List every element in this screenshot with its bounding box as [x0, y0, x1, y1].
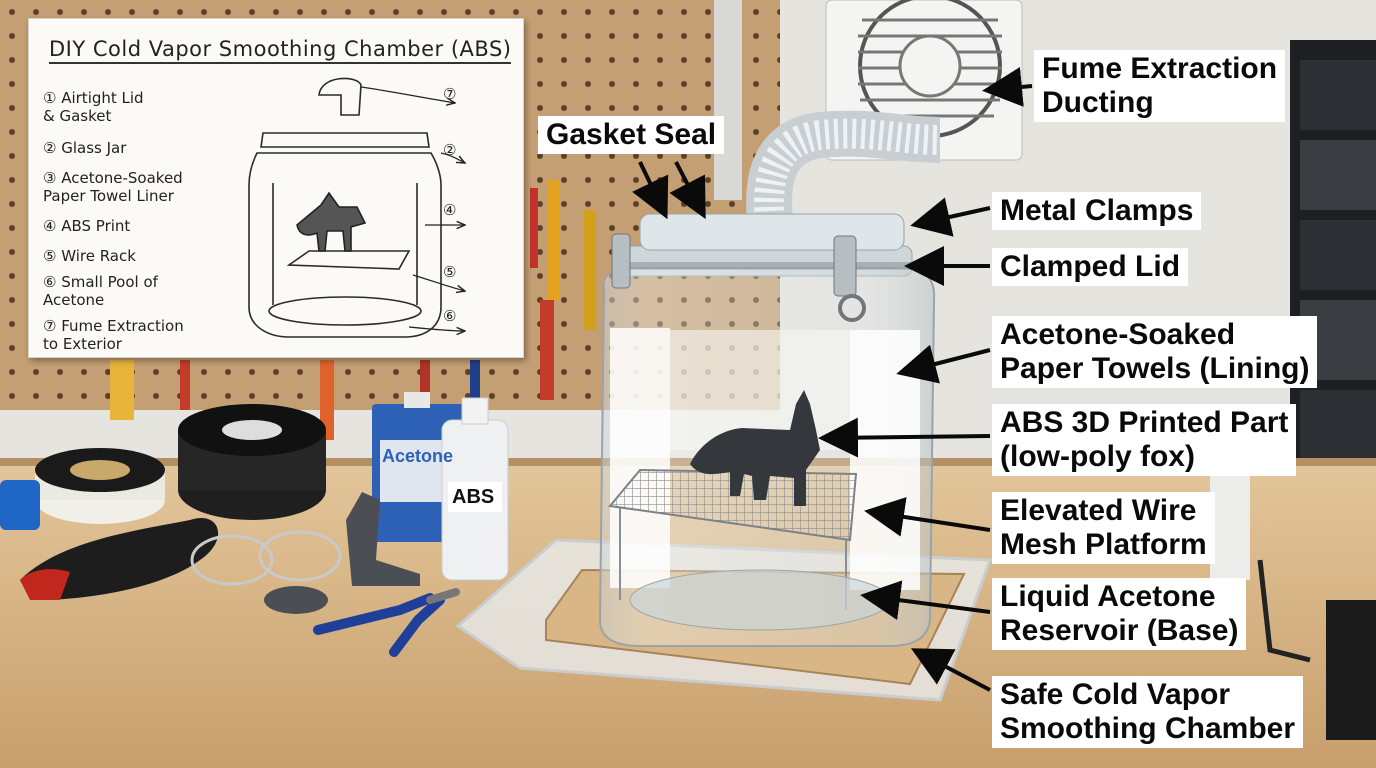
abs-bottle: [441, 397, 509, 581]
label-wire-platform: Elevated Wire Mesh Platform: [992, 492, 1215, 564]
acetone-can-label: Acetone: [382, 446, 454, 466]
sketch-item-lid: ① Airtight Lid & Gasket: [43, 89, 144, 125]
sketch-jar-drawing: [248, 77, 519, 338]
gloves: [20, 518, 219, 600]
soldering-stand: [1326, 600, 1376, 740]
glass-jar: [598, 213, 936, 647]
tool-right: [1257, 559, 1311, 663]
label-metal-clamps: Metal Clamps: [992, 192, 1202, 230]
callout-arrows: [632, 67, 1033, 692]
sketch-title: DIY Cold Vapor Smoothing Chamber (ABS): [49, 37, 512, 64]
sketch-callout-5: ⑤: [443, 263, 457, 281]
sketch-item-jar: ② Glass Jar: [43, 139, 127, 157]
label-paper-towels: Acetone-Soaked Paper Towels (Lining): [992, 316, 1318, 388]
sketch-callout-2: ②: [443, 141, 457, 159]
filament-spools: [0, 404, 326, 530]
label-fume-extraction: Fume Extraction Ducting: [1034, 50, 1286, 122]
label-abs-part: ABS 3D Printed Part (low-poly fox): [992, 404, 1297, 476]
label-gasket-seal: Gasket Seal: [538, 116, 725, 154]
label-chamber: Safe Cold Vapor Smoothing Chamber: [992, 676, 1304, 748]
sketch-callout-4: ④: [443, 201, 457, 219]
label-reservoir: Liquid Acetone Reservoir (Base): [992, 578, 1247, 650]
fox-print: [690, 390, 820, 506]
sketch-item-rack: ⑤ Wire Rack: [43, 247, 136, 265]
sketch-diagram: DIY Cold Vapor Smoothing Chamber (ABS) ①…: [28, 18, 524, 358]
hanging-tools: [110, 180, 596, 440]
bottle-label: ABS: [452, 486, 495, 508]
sketch-callout-6: ⑥: [443, 307, 457, 325]
sketch-item-pool: ⑥ Small Pool of Acetone: [43, 273, 158, 309]
duct-hose: [746, 110, 941, 223]
pliers: [313, 588, 460, 657]
sketch-item-print: ④ ABS Print: [43, 217, 131, 235]
safety-goggles: [190, 530, 342, 586]
sketch-item-extraction: ⑦ Fume Extraction to Exterior: [43, 317, 184, 353]
sketch-item-liner: ③ Acetone-Soaked Paper Towel Liner: [43, 169, 183, 205]
acetone-can: [372, 392, 464, 542]
label-clamped-lid: Clamped Lid: [992, 248, 1189, 286]
sketch-callout-7: ⑦: [443, 85, 457, 103]
printed-test-parts: [264, 492, 420, 614]
ruler: [714, 0, 742, 200]
